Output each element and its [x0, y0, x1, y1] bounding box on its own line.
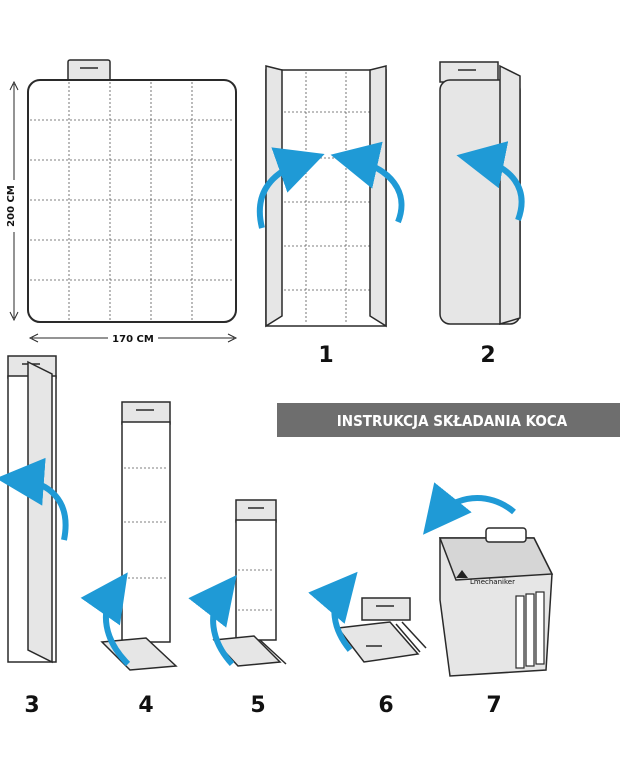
step-3-diagram	[0, 355, 69, 664]
step-5-diagram	[188, 499, 287, 667]
step-4-number: 4	[138, 693, 153, 718]
title-banner: INSTRUKCJA SKŁADANIA KOCA	[277, 403, 620, 437]
step-3-number: 3	[24, 693, 39, 718]
step-1-number: 1	[318, 343, 333, 368]
width-label: 170 CM	[112, 334, 154, 345]
step-6-number: 6	[378, 693, 393, 718]
width-dimension: 170 CM	[28, 333, 238, 345]
step-5-number: 5	[250, 693, 265, 718]
step-6-diagram	[308, 571, 427, 663]
height-label: 200 CM	[6, 185, 17, 227]
step-1-diagram	[256, 65, 405, 328]
bag-logo-icon	[456, 570, 468, 578]
step-7-diagram: Lmechaniker	[422, 482, 554, 677]
step-2-diagram	[439, 61, 525, 326]
step-4-diagram	[80, 401, 178, 671]
bag-logo-text: Lmechaniker	[470, 578, 515, 586]
height-dimension: 200 CM	[6, 80, 19, 322]
step-7-number: 7	[486, 693, 501, 718]
step-2-number: 2	[480, 343, 495, 368]
unfolded-blanket	[27, 59, 237, 323]
banner-text: INSTRUKCJA SKŁADANIA KOCA	[337, 412, 568, 430]
